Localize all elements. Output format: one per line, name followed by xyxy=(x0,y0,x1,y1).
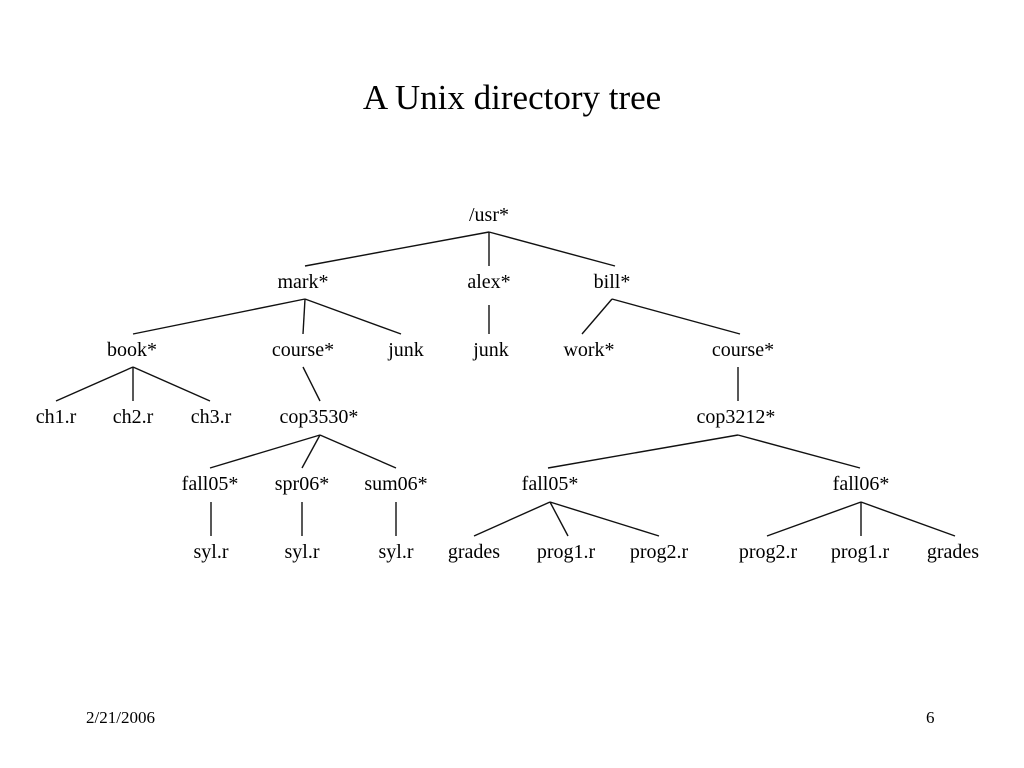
tree-node-bill: bill* xyxy=(594,271,631,293)
tree-edge-cop3530-c3530_fall05 xyxy=(209,434,321,469)
tree-node-syl1: syl.r xyxy=(194,541,229,563)
tree-node-work: work* xyxy=(563,339,614,361)
tree-edge-cop3212-c3212_fall05 xyxy=(547,434,739,469)
tree-node-f05_prog1: prog1.r xyxy=(537,541,596,563)
tree-edge-bill-bill_course xyxy=(611,298,741,335)
tree-node-book: book* xyxy=(107,339,157,361)
tree-node-f05_grades: grades xyxy=(448,541,500,563)
tree-node-alex_junk: junk xyxy=(472,339,509,361)
tree-node-f06_grades: grades xyxy=(927,541,979,563)
tree-edge-usr-bill xyxy=(488,231,616,267)
page-number: 6 xyxy=(926,708,935,727)
tree-node-c3530_sum06: sum06* xyxy=(364,473,427,495)
tree-edge-mark-book xyxy=(132,298,306,335)
tree-edge-usr-mark xyxy=(304,231,490,267)
tree-node-ch3: ch3.r xyxy=(191,406,232,428)
tree-node-c3212_fall06: fall06* xyxy=(833,473,890,495)
tree-node-syl2: syl.r xyxy=(285,541,320,563)
tree-node-mark: mark* xyxy=(277,271,328,293)
tree-node-c3530_spr06: spr06* xyxy=(275,473,329,495)
tree-edge-c3212_fall05-f05_grades xyxy=(473,501,551,537)
tree-edge-mark_course-cop3530 xyxy=(302,366,321,402)
tree-edge-cop3530-c3530_sum06 xyxy=(319,434,397,469)
tree-node-mark_junk: junk xyxy=(387,339,424,361)
tree-edge-bill-work xyxy=(581,298,613,335)
tree-node-mark_course: course* xyxy=(272,339,334,361)
tree-edge-mark-mark_junk xyxy=(304,298,402,335)
tree-node-bill_course: course* xyxy=(712,339,774,361)
tree-edge-c3212_fall05-f05_prog2 xyxy=(549,501,660,537)
tree-edge-book-ch1 xyxy=(55,366,134,402)
tree-edge-c3212_fall05-f05_prog1 xyxy=(549,501,569,537)
tree-node-usr: /usr* xyxy=(469,204,509,226)
slide-title: A Unix directory tree xyxy=(362,78,662,117)
tree-edge-mark-mark_course xyxy=(302,298,306,335)
tree-node-cop3212: cop3212* xyxy=(697,406,776,428)
tree-edge-cop3530-c3530_spr06 xyxy=(301,434,321,469)
tree-edge-c3212_fall06-f06_prog2 xyxy=(766,501,862,537)
tree-edge-cop3212-c3212_fall06 xyxy=(737,434,861,469)
tree-node-c3212_fall05: fall05* xyxy=(522,473,579,495)
tree-node-f06_prog2: prog2.r xyxy=(739,541,798,563)
tree-node-ch2: ch2.r xyxy=(113,406,154,428)
tree-node-c3530_fall05: fall05* xyxy=(182,473,239,495)
tree-node-alex: alex* xyxy=(467,271,510,293)
tree-edge-book-ch3 xyxy=(132,366,211,402)
tree-edge-c3212_fall06-f06_grades xyxy=(860,501,956,537)
tree-node-f05_prog2: prog2.r xyxy=(630,541,689,563)
tree-node-cop3530: cop3530* xyxy=(280,406,359,428)
tree-node-f06_prog1: prog1.r xyxy=(831,541,890,563)
tree-node-ch1: ch1.r xyxy=(36,406,77,428)
tree-node-syl3: syl.r xyxy=(379,541,414,563)
footer-date: 2/21/2006 xyxy=(86,708,155,727)
